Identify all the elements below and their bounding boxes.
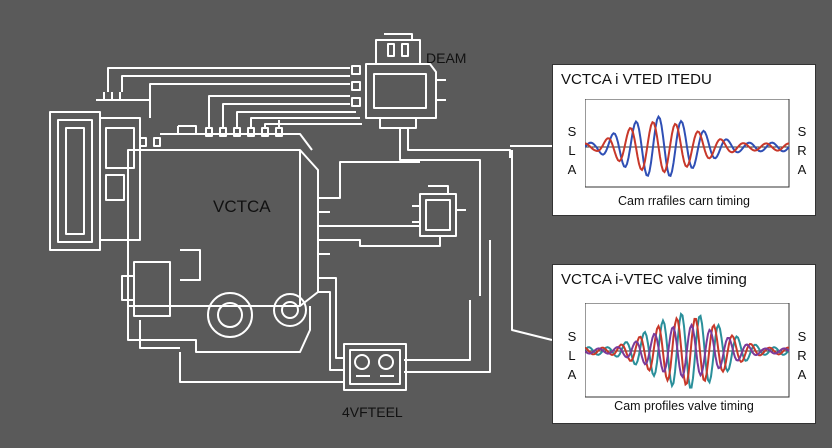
- gauge-box: [343, 343, 407, 391]
- lower-engine: [121, 249, 311, 353]
- right-letters: S R A: [795, 327, 809, 384]
- waveform-plot: [585, 99, 790, 188]
- deam-module: [351, 33, 446, 129]
- right-letter: A: [797, 367, 807, 382]
- left-letters: S L A: [565, 122, 579, 179]
- waveform-panel-bottom: VCTCA i-VTEC valve timing S L A S R A Ca…: [552, 264, 816, 424]
- left-letter: A: [567, 367, 577, 382]
- right-letter: R: [797, 348, 807, 363]
- left-letters: S L A: [565, 327, 579, 384]
- right-letter: S: [797, 124, 807, 139]
- main-unit-label: VCTCA: [213, 197, 271, 216]
- panel-caption: Cam rrafiles carn timing: [618, 194, 750, 208]
- signal-wires: [399, 128, 553, 341]
- lower-wires: [179, 240, 491, 383]
- bottom-module-label: 4VFTEEL: [342, 404, 403, 420]
- right-letter: A: [797, 162, 807, 177]
- top-pins: [139, 127, 283, 147]
- left-letter: S: [567, 124, 577, 139]
- right-letter: S: [797, 329, 807, 344]
- left-letter: L: [568, 143, 576, 158]
- right-letters: S R A: [795, 122, 809, 179]
- harness-wires: [107, 67, 362, 128]
- panel-title: VCTCA i VTED ITEDU: [561, 71, 712, 88]
- panel-title: VCTCA i-VTEC valve timing: [561, 271, 747, 288]
- waveform-plot: [585, 303, 790, 398]
- top-module-label: DEAM: [426, 50, 467, 66]
- right-letter: R: [797, 143, 807, 158]
- left-letter: S: [567, 329, 577, 344]
- panel-caption: Cam profiles valve timing: [614, 399, 754, 413]
- actuator: [330, 161, 466, 247]
- waveform-panel-top: VCTCA i VTED ITEDU S L A S R A Cam rrafi…: [552, 64, 816, 216]
- left-housing: [49, 92, 151, 251]
- left-letter: A: [567, 162, 577, 177]
- left-letter: L: [568, 348, 576, 363]
